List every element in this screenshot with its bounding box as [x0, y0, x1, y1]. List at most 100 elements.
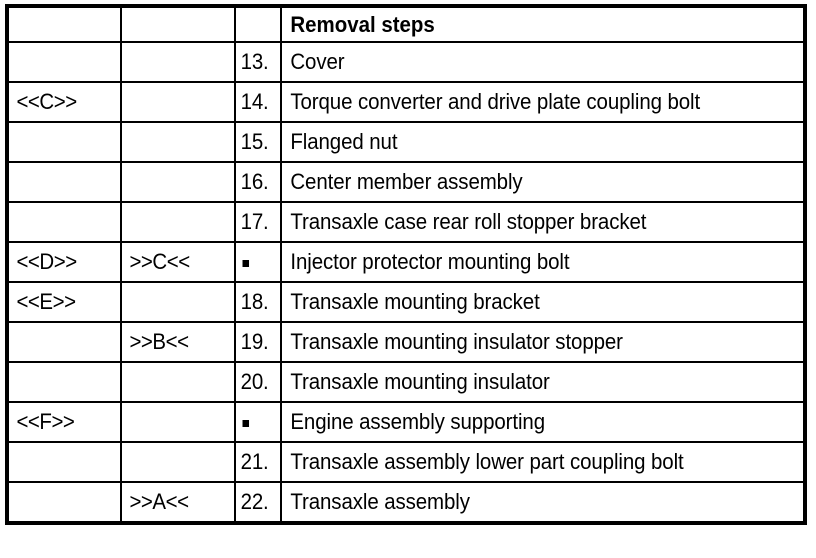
- table-row: >>A<< 22. Transaxle assembly: [6, 481, 806, 524]
- step-number-label: 15.: [240, 130, 269, 154]
- step-number-bullet: [236, 410, 277, 433]
- cell-step-number: 16.: [234, 161, 283, 203]
- cell-removal-step: Transaxle mounting insulator: [280, 361, 806, 403]
- cell-marker: [6, 361, 122, 403]
- header-cell-mark: [6, 5, 122, 43]
- step-number-label: 18.: [240, 290, 269, 314]
- cell-step-number: 17.: [234, 201, 283, 243]
- removal-step-label: Torque converter and drive plate couplin…: [290, 90, 701, 114]
- step-number-label: 19.: [240, 330, 269, 354]
- removal-step-label: Engine assembly supporting: [290, 410, 546, 434]
- table-header-row: Removal steps: [6, 5, 806, 43]
- table-row: <<D>> >>C<< Injector protector mounting bo…: [6, 241, 806, 283]
- cell-sub-marker: [119, 401, 237, 443]
- cell-sub-marker: [119, 81, 237, 123]
- removal-steps-table: Removal steps 13. Cover <<C>> 14. Torque con…: [5, 4, 807, 525]
- table-row: 17. Transaxle case rear roll stopper brac…: [6, 201, 806, 243]
- marker-label: <<F>>: [16, 410, 75, 434]
- cell-marker: <<C>>: [6, 81, 122, 123]
- removal-step-label: Center member assembly: [290, 170, 523, 194]
- header-cell-submark: [119, 5, 237, 43]
- table-body: Removal steps 13. Cover <<C>> 14. Torque con…: [6, 5, 806, 524]
- removal-step-label: Transaxle assembly: [290, 490, 471, 514]
- table-row: <<C>> 14. Torque converter and drive plate…: [6, 81, 806, 123]
- cell-removal-step: Transaxle case rear roll stopper bracket: [280, 201, 806, 243]
- cell-marker: <<D>>: [6, 241, 122, 283]
- cell-sub-marker: >>B<<: [119, 321, 237, 363]
- cell-step-number: 21.: [234, 441, 283, 483]
- table-row: 16. Center member assembly: [6, 161, 806, 203]
- cell-removal-step: Torque converter and drive plate couplin…: [280, 81, 806, 123]
- cell-marker: <<F>>: [6, 401, 122, 443]
- marker-label: <<C>>: [16, 90, 77, 114]
- step-number-label: 17.: [240, 210, 269, 234]
- step-number-label: 22.: [240, 490, 269, 514]
- sub-marker-label: >>C<<: [129, 250, 190, 274]
- cell-removal-step: Cover: [280, 41, 806, 83]
- cell-removal-step: Transaxle mounting bracket: [280, 281, 806, 323]
- removal-step-label: Transaxle mounting bracket: [290, 290, 541, 314]
- cell-step-number: 20.: [234, 361, 283, 403]
- table-row: <<E>> 18. Transaxle mounting bracket: [6, 281, 806, 323]
- cell-sub-marker: [119, 441, 237, 483]
- cell-sub-marker: [119, 41, 237, 83]
- cell-removal-step: Engine assembly supporting: [280, 401, 806, 443]
- cell-marker: [6, 321, 122, 363]
- sub-marker-label: >>A<<: [129, 490, 189, 514]
- marker-label: <<E>>: [16, 290, 76, 314]
- step-number-label: 14.: [240, 90, 269, 114]
- table-row: >>B<< 19. Transaxle mounting insulator sto…: [6, 321, 806, 363]
- table-row: <<F>> Engine assembly supporting: [6, 401, 806, 443]
- removal-step-label: Transaxle mounting insulator: [290, 370, 551, 394]
- removal-step-label: Injector protector mounting bolt: [290, 250, 570, 274]
- table-row: 15. Flanged nut: [6, 121, 806, 163]
- cell-step-number: 22.: [234, 481, 283, 524]
- step-number-bullet: [236, 250, 277, 273]
- cell-step-number: 14.: [234, 81, 283, 123]
- cell-step-number: [234, 401, 283, 443]
- removal-step-label: Transaxle mounting insulator stopper: [290, 330, 624, 354]
- removal-step-label: Transaxle assembly lower part coupling b…: [290, 450, 684, 474]
- cell-removal-step: Flanged nut: [280, 121, 806, 163]
- cell-sub-marker: [119, 201, 237, 243]
- cell-sub-marker: [119, 161, 237, 203]
- cell-marker: [6, 121, 122, 163]
- step-number-label: 21.: [240, 450, 269, 474]
- cell-sub-marker: >>C<<: [119, 241, 237, 283]
- cell-sub-marker: [119, 121, 237, 163]
- cell-marker: [6, 161, 122, 203]
- cell-sub-marker: >>A<<: [119, 481, 237, 524]
- sub-marker-label: >>B<<: [129, 330, 189, 354]
- cell-sub-marker: [119, 361, 237, 403]
- removal-step-label: Flanged nut: [290, 130, 398, 154]
- cell-removal-step: Transaxle assembly: [280, 481, 806, 524]
- step-number-label: 13.: [240, 50, 269, 74]
- cell-marker: [6, 441, 122, 483]
- bullet-dot-icon: [242, 260, 250, 268]
- cell-step-number: 15.: [234, 121, 283, 163]
- cell-removal-step: Center member assembly: [280, 161, 806, 203]
- cell-step-number: 19.: [234, 321, 283, 363]
- cell-sub-marker: [119, 281, 237, 323]
- removal-steps-title: Removal steps: [290, 11, 436, 37]
- cell-marker: [6, 481, 122, 524]
- cell-removal-step: Transaxle mounting insulator stopper: [280, 321, 806, 363]
- table-row: 13. Cover: [6, 41, 806, 83]
- cell-marker: [6, 201, 122, 243]
- cell-step-number: [234, 241, 283, 283]
- table-row: 21. Transaxle assembly lower part couplin…: [6, 441, 806, 483]
- step-number-label: 16.: [240, 170, 269, 194]
- cell-removal-step: Injector protector mounting bolt: [280, 241, 806, 283]
- table-row: 20. Transaxle mounting insulator: [6, 361, 806, 403]
- removal-step-label: Transaxle case rear roll stopper bracket: [290, 210, 647, 234]
- cell-marker: [6, 41, 122, 83]
- header-cell-removal-steps: Removal steps: [280, 5, 806, 43]
- header-cell-number: [234, 5, 283, 43]
- cell-step-number: 18.: [234, 281, 283, 323]
- cell-step-number: 13.: [234, 41, 283, 83]
- marker-label: <<D>>: [16, 250, 77, 274]
- cell-marker: <<E>>: [6, 281, 122, 323]
- bullet-dot-icon: [242, 420, 250, 428]
- removal-step-label: Cover: [290, 50, 345, 74]
